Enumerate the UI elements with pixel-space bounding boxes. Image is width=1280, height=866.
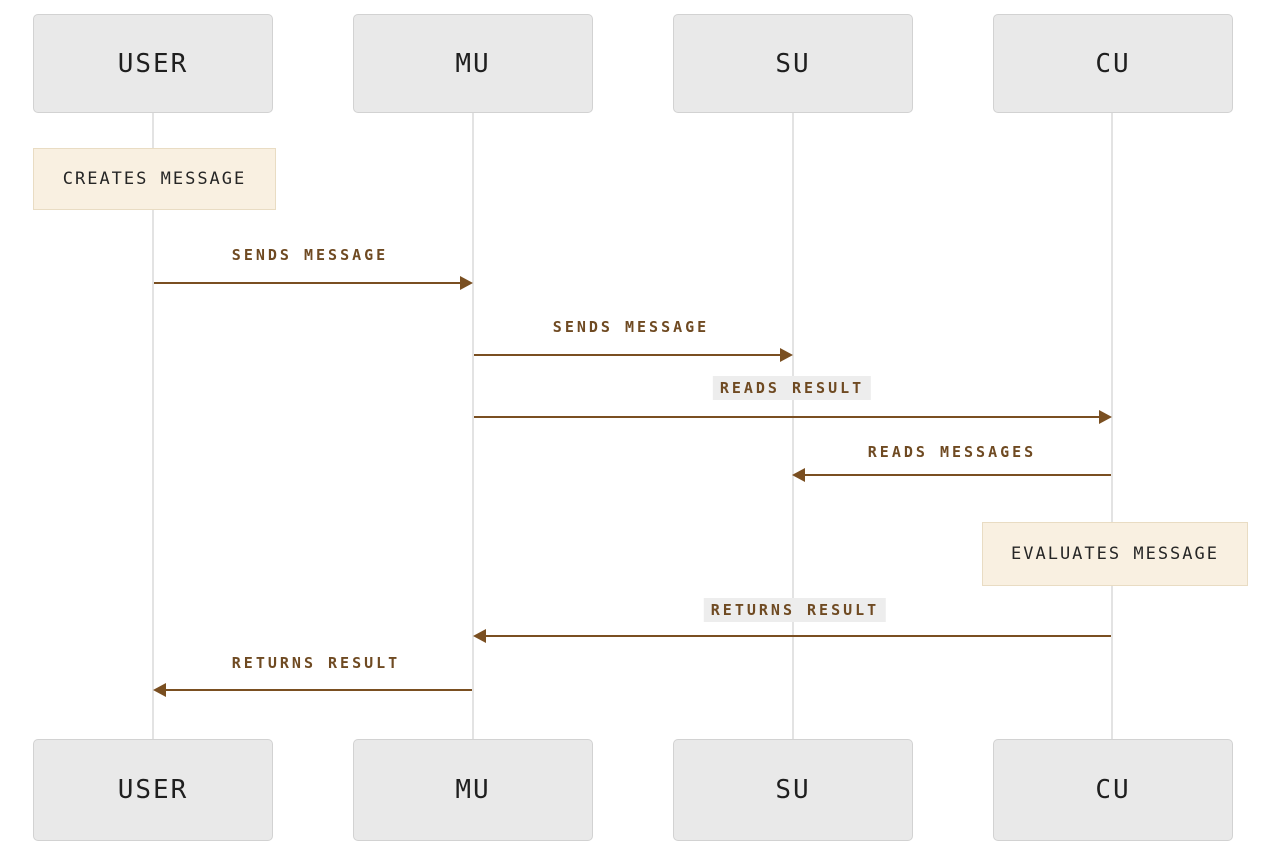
arrowhead-cu-to-su	[792, 468, 805, 482]
lifeline-cu	[1111, 113, 1113, 739]
arrow-user-to-mu	[154, 282, 462, 284]
arrow-cu-to-su	[803, 474, 1111, 476]
arrow-cu-to-mu	[484, 635, 1111, 637]
message-label-returns-result-1: RETURNS RESULT	[703, 598, 887, 622]
actor-top-su: SU	[673, 14, 913, 113]
message-label-sends-message-1: SENDS MESSAGE	[231, 246, 389, 264]
arrowhead-user-to-mu	[460, 276, 473, 290]
actor-top-cu: CU	[993, 14, 1233, 113]
arrowhead-cu-to-mu	[473, 629, 486, 643]
actor-bottom-user: USER	[33, 739, 273, 841]
arrowhead-mu-to-su	[780, 348, 793, 362]
message-label-reads-messages: READS MESSAGES	[867, 443, 1037, 461]
arrowhead-mu-to-cu	[1099, 410, 1112, 424]
arrow-mu-to-cu	[474, 416, 1101, 418]
actor-top-mu: MU	[353, 14, 593, 113]
lifeline-su	[792, 113, 794, 739]
actor-top-user: USER	[33, 14, 273, 113]
lifeline-mu	[472, 113, 474, 739]
note-creates-message: CREATES MESSAGE	[33, 148, 276, 210]
note-evaluates-message: EVALUATES MESSAGE	[982, 522, 1248, 586]
actor-bottom-mu: MU	[353, 739, 593, 841]
message-label-sends-message-2: SENDS MESSAGE	[552, 318, 710, 336]
arrow-mu-to-user	[164, 689, 472, 691]
actor-bottom-su: SU	[673, 739, 913, 841]
message-label-reads-result: READS RESULT	[712, 376, 872, 400]
message-label-returns-result-2: RETURNS RESULT	[231, 654, 401, 672]
arrowhead-mu-to-user	[153, 683, 166, 697]
actor-bottom-cu: CU	[993, 739, 1233, 841]
arrow-mu-to-su	[474, 354, 782, 356]
lifeline-user	[152, 113, 154, 739]
